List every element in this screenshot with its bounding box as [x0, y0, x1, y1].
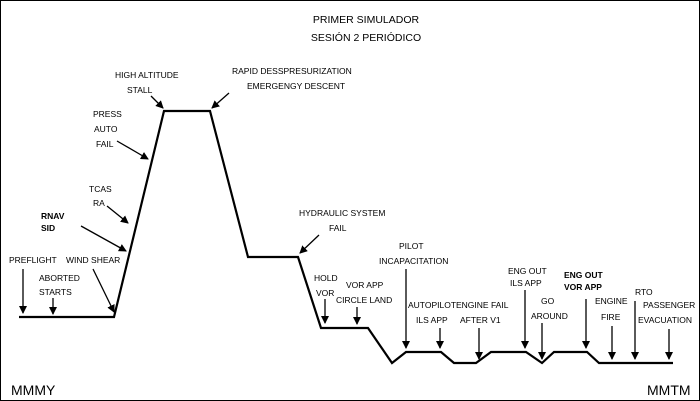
event-label-vor-app-circle-land: VOR APP CIRCLE LAND: [336, 280, 392, 305]
event-label-hydraulic-system-fail: HYDRAULIC SYSTEM FAIL: [299, 208, 388, 233]
arrival-airport-code: MMTM: [647, 382, 691, 398]
event-label-preflight: PREFLIGHT: [9, 255, 57, 265]
diagram-title: PRIMER SIMULADOR: [313, 14, 420, 26]
arrow-rapid-depressurization: [211, 92, 230, 109]
event-label-rto: RTO: [635, 287, 653, 297]
arrow-high-altitude-stall: [150, 95, 164, 109]
event-label-wind-shear: WIND SHEAR: [66, 255, 120, 265]
diagram-subtitle: SESIÓN 2 PERIÓDICO: [311, 31, 421, 44]
event-label-rnav-sid: RNAV SID: [41, 211, 67, 233]
event-label-passenger-evacuation: PASSENGER EVACUATION: [638, 300, 698, 325]
arrow-tcas-ra: [106, 205, 129, 224]
event-arrows: [19, 92, 673, 360]
departure-airport-code: MMMY: [11, 382, 56, 398]
event-label-autopilot-ils-app: AUTOPILOT ILS APP: [408, 300, 458, 325]
event-label-press-auto-fail: PRESS AUTO FAIL: [93, 109, 124, 149]
arrow-wind-shear: [92, 268, 115, 313]
arrow-rnav-sid: [80, 225, 127, 252]
event-label-high-altitude-stall: HIGH ALTITUDE STALL: [115, 70, 181, 95]
event-labels: PREFLIGHT ABORTED STARTS WIND SHEAR RNAV…: [9, 66, 698, 325]
arrow-hydraulic-system-fail: [299, 234, 320, 254]
event-label-engine-fail-after-v1: ENGINE FAIL AFTER V1: [456, 300, 511, 325]
event-label-eng-out-vor-app: ENG OUT VOR APP: [564, 270, 605, 292]
event-label-engine-fire: ENGINE FIRE: [595, 296, 630, 322]
event-label-rapid-depressurization: RAPID DESSPRESURIZATION EMERGENGY DESCEN…: [232, 66, 354, 91]
event-label-pilot-incapacitation: PILOT INCAPACITATION: [379, 241, 448, 266]
arrow-press-auto-fail: [116, 140, 149, 160]
flight-profile-line: [19, 109, 673, 365]
event-label-eng-out-ils-app: ENG OUT ILS APP: [508, 266, 549, 288]
event-label-tcas-ra: TCAS RA: [89, 184, 114, 208]
event-label-hold-vor: HOLD VOR: [314, 273, 340, 298]
event-label-aborted-starts: ABORTED STARTS: [39, 273, 82, 297]
event-label-go-around: GO AROUND: [531, 296, 568, 321]
